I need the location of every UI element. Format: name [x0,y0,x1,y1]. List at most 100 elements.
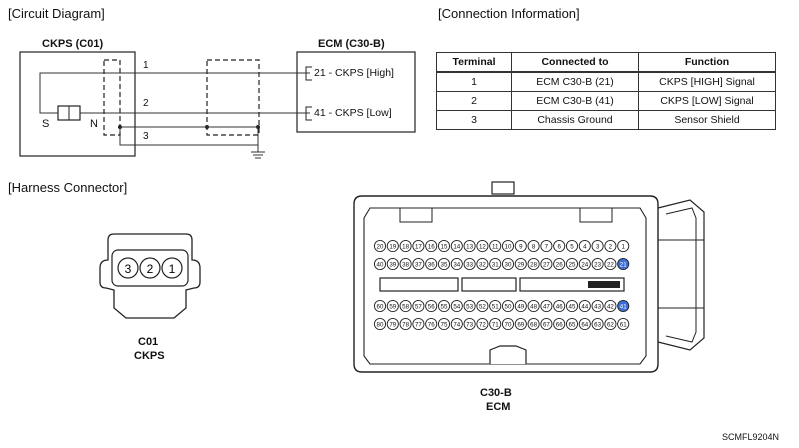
sensor-s-label: S [42,118,50,130]
ecm-pin-74 [450,317,463,331]
ecm-pin-label: 23 [594,261,601,268]
ecm-pin-label: 25 [569,261,576,268]
ecm-pin-62 [604,317,617,331]
ecm-pin-72 [476,317,489,331]
cell-function: CKPS [LOW] Signal [638,91,776,111]
c01-pin-2 [139,257,161,279]
ecm-pin-56 [425,299,438,313]
ecm-pin-label: 12 [479,243,486,250]
ecm-pin-3 [591,239,604,253]
ecm-pin-label: 54 [453,303,460,310]
c01-pin-2-label: 2 [147,262,154,276]
ecm-pin-label: 53 [466,303,473,310]
ecm-pin-label: 50 [505,303,512,310]
ecm-code: C30-B [480,387,512,399]
ecm-pin-label: 48 [530,303,537,310]
ecm-pin-41 [617,299,630,313]
cell-connected: Chassis Ground [511,110,639,130]
ecm-pin-53 [463,299,476,313]
ecm-pin-label: 30 [505,261,512,268]
shield-connector-dashed [206,59,260,136]
ecm-slot-left [379,277,459,292]
ecm-pin-22 [604,257,617,271]
ecm-pin-label: 39 [389,261,396,268]
ecm-slot-middle [461,277,517,292]
ecm-pin-9 [514,239,527,253]
ecm-pin-label: 36 [428,261,435,268]
ecm-pin-label: 67 [543,321,550,328]
ecm-pin-label: 29 [517,261,524,268]
ecm-pin-label: 6 [557,243,561,250]
connection-table: Terminal Connected to Function 1 ECM C30… [436,52,776,130]
ecm-pin-42 [604,299,617,313]
c01-pin-1 [161,257,183,279]
section-title-harness-connector: [Harness Connector] [8,180,128,195]
ecm-pin-21-label: 21 - CKPS [High] [314,67,394,79]
ecm-box [296,51,416,133]
ecm-pin-61 [617,317,630,331]
ecm-pin-label: 19 [389,243,396,250]
header-terminal: Terminal [436,52,512,73]
ecm-pin-51 [489,299,502,313]
ecm-pin-label: 20 [377,243,384,250]
table-row: 1 ECM C30-B (21) CKPS [HIGH] Signal [436,71,776,92]
ecm-pin-36 [425,257,438,271]
ecm-pin-12 [476,239,489,253]
ecm-pin-44 [578,299,591,313]
ecm-pin-54 [450,299,463,313]
ecm-pin-label: 2 [609,243,613,250]
header-function: Function [638,52,776,73]
ecm-pin-label: 45 [569,303,576,310]
ecm-pin-10 [501,239,515,253]
pin-label-2: 2 [143,98,149,109]
ecm-pin-63 [591,317,604,331]
ecm-pin-label: 11 [492,243,499,250]
ecm-pin-38 [399,257,412,271]
ecm-pin-label: 44 [581,303,588,310]
cell-terminal: 2 [436,91,512,111]
ecm-pin-15 [437,239,451,253]
c01-name: CKPS [134,350,165,362]
cell-function: CKPS [HIGH] Signal [638,71,776,92]
ecm-pin-1 [617,239,630,253]
ecm-pin-label: 1 [621,243,625,250]
ecm-pin-65 [565,317,579,331]
ecm-pin-35 [437,257,451,271]
ckps-connector-dashed [103,59,121,136]
ecm-pin-label: 26 [556,261,563,268]
section-title-connection-info: [Connection Information] [438,6,580,21]
ecm-pin-45 [565,299,579,313]
ecm-pin-5 [565,239,579,253]
ecm-pin-52 [476,299,489,313]
ecm-pin-27 [540,257,553,271]
ecm-pin-20 [373,239,387,253]
ecm-pin-label: 49 [517,303,524,310]
ecm-pin-label: 68 [530,321,537,328]
sensor-n-label: N [90,118,98,130]
ckps-box [19,51,136,157]
ecm-pin-label: 71 [492,321,499,328]
table-row: 3 Chassis Ground Sensor Shield [436,110,776,130]
ecm-pin-label: 55 [441,303,448,310]
ecm-pin-label: 3 [596,243,600,250]
wire-shield [119,127,259,146]
ecm-pin-label: 41 [620,303,627,310]
ecm-pin-label: 77 [415,321,422,328]
ecm-pin-79 [386,317,399,331]
ecm-pin-25 [565,257,579,271]
ecm-pin-label: 76 [428,321,435,328]
ecm-name: ECM [486,401,511,413]
ecm-pin-32 [476,257,489,271]
ecm-pin-68 [527,317,540,331]
ecm-pin-label: 79 [389,321,396,328]
ecm-pin-29 [514,257,527,271]
ecm-pin-label: 73 [466,321,473,328]
header-connected-to: Connected to [511,52,639,73]
ecm-pin-label: 75 [441,321,448,328]
ecm-pin-24 [578,257,591,271]
ecm-pin-label: 80 [377,321,384,328]
ecm-pin-33 [463,257,476,271]
ecm-pin-label: 15 [441,243,448,250]
ecm-pin-73 [463,317,476,331]
